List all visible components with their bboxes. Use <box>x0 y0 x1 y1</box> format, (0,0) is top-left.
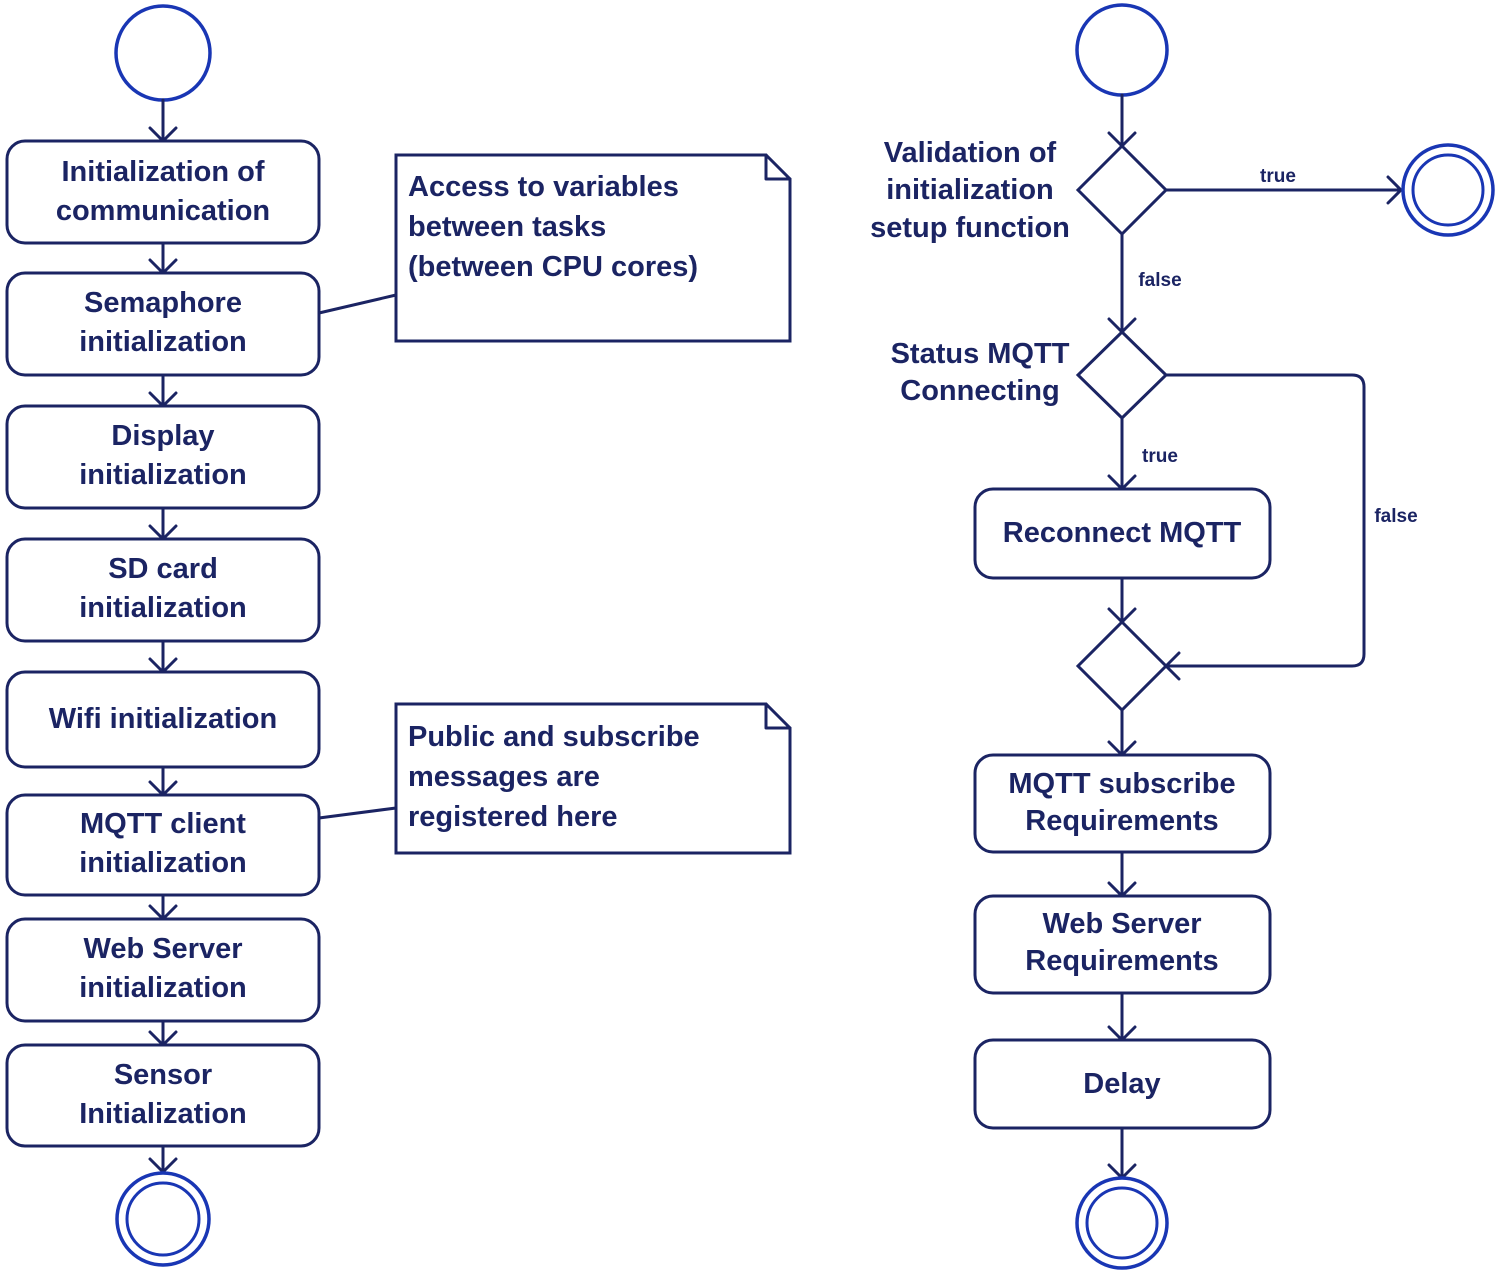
svg-text:Initialization of: Initialization of <box>62 156 265 188</box>
activity-web-server-init: Web Server initialization <box>5 917 321 1023</box>
activity-semaphore-init: Semaphore initialization <box>5 271 321 377</box>
svg-text:Requirements: Requirements <box>1025 805 1218 837</box>
activity-mqtt-client-init: MQTT client initialization <box>5 793 321 897</box>
activity-reconnect-mqtt: Reconnect MQTT <box>973 487 1272 580</box>
svg-text:Validation of: Validation of <box>884 137 1057 169</box>
svg-text:SD card: SD card <box>108 553 218 585</box>
activity-delay: Delay <box>973 1038 1272 1130</box>
svg-text:Web Server: Web Server <box>1042 908 1201 940</box>
activity-wifi-init: Wifi initialization <box>5 670 321 769</box>
svg-text:Reconnect MQTT: Reconnect MQTT <box>1003 517 1242 549</box>
svg-text:initialization: initialization <box>79 326 247 358</box>
merge-node <box>1075 619 1169 713</box>
svg-text:(between CPU cores): (between CPU cores) <box>408 251 698 283</box>
left-initial-node <box>114 4 212 102</box>
svg-text:Wifi initialization: Wifi initialization <box>49 703 278 735</box>
svg-text:registered here: registered here <box>408 801 618 833</box>
svg-text:initialization: initialization <box>79 459 247 491</box>
svg-text:Connecting: Connecting <box>900 375 1060 407</box>
edge-label-validation-true: true <box>1260 166 1296 187</box>
right-final-node-validation <box>1401 143 1495 237</box>
right-initial-node <box>1075 3 1169 97</box>
right-connectors <box>1107 93 1403 1180</box>
decision-validation: Validation of initialization setup funct… <box>870 137 1169 244</box>
svg-text:Initialization: Initialization <box>79 1098 247 1130</box>
svg-text:Web Server: Web Server <box>83 933 242 965</box>
svg-text:Semaphore: Semaphore <box>84 287 242 319</box>
svg-text:Public and subscribe: Public and subscribe <box>408 721 700 753</box>
edge-label-validation-false: false <box>1138 270 1181 291</box>
svg-text:Access to variables: Access to variables <box>408 171 679 203</box>
svg-text:Delay: Delay <box>1083 1068 1160 1100</box>
activity-sd-card-init: SD card initialization <box>5 537 321 643</box>
svg-text:Sensor: Sensor <box>114 1059 212 1091</box>
svg-text:MQTT subscribe: MQTT subscribe <box>1008 768 1235 800</box>
svg-text:Requirements: Requirements <box>1025 945 1218 977</box>
svg-text:initialization: initialization <box>886 174 1054 206</box>
note-semaphore: Access to variables between tasks (betwe… <box>317 153 792 343</box>
right-final-node-bottom <box>1075 1176 1169 1270</box>
decision-status-mqtt: Status MQTT Connecting <box>891 329 1169 421</box>
activity-display-init: Display initialization <box>5 404 321 510</box>
svg-text:initialization: initialization <box>79 847 247 879</box>
activity-sensor-init: Sensor Initialization <box>5 1043 321 1148</box>
left-final-node <box>115 1171 211 1267</box>
edge-label-status-false: false <box>1374 506 1417 527</box>
svg-text:initialization: initialization <box>79 972 247 1004</box>
svg-text:initialization: initialization <box>79 592 247 624</box>
svg-text:MQTT client: MQTT client <box>80 808 246 840</box>
edge-label-status-true: true <box>1142 446 1178 467</box>
svg-text:setup function: setup function <box>870 212 1070 244</box>
svg-text:Status MQTT: Status MQTT <box>891 338 1070 370</box>
svg-text:communication: communication <box>56 195 270 227</box>
svg-text:Display: Display <box>111 420 214 452</box>
note-mqtt: Public and subscribe messages are regist… <box>317 702 792 855</box>
activity-init-communication: Initialization of communication <box>5 139 321 245</box>
activity-mqtt-subscribe: MQTT subscribe Requirements <box>973 753 1272 854</box>
svg-text:between tasks: between tasks <box>408 211 606 243</box>
activity-web-server-requirements: Web Server Requirements <box>973 894 1272 995</box>
svg-text:messages are: messages are <box>408 761 600 793</box>
